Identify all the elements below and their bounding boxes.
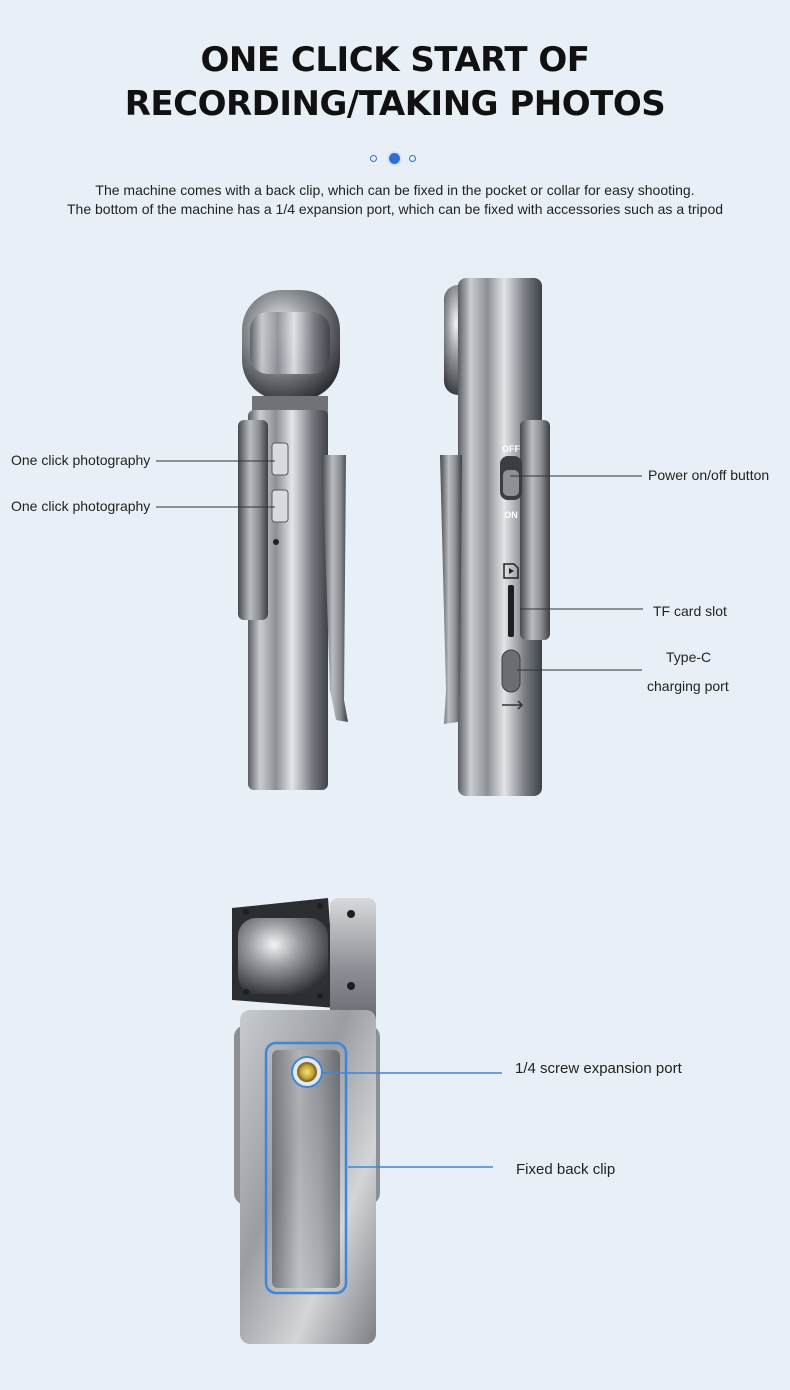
- back-clip: [272, 1050, 340, 1288]
- pager-dot-2-active[interactable]: [389, 153, 400, 164]
- device-left-side-view: [238, 290, 348, 790]
- callout-screw-port: 1/4 screw expansion port: [515, 1060, 682, 1077]
- callout-photo-button-1: One click photography: [11, 452, 151, 468]
- device-back-view: [232, 898, 380, 1344]
- page-title-line-1: ONE CLICK START OF: [200, 40, 591, 80]
- device-body: [458, 278, 542, 796]
- callout-type-c-line-1: Type-C: [666, 649, 712, 665]
- highlight-lines: [323, 1072, 502, 1168]
- pager-dot-3[interactable]: [409, 155, 416, 162]
- description-line-1: The machine comes with a back clip, whic…: [95, 182, 695, 198]
- sd-card-icon: [503, 563, 519, 579]
- callout-tf-card-slot: TF card slot: [653, 603, 727, 619]
- back-clip: [322, 455, 348, 722]
- callout-power-button: Power on/off button: [648, 467, 770, 483]
- screw-port: [297, 1062, 317, 1082]
- back-clip: [440, 455, 462, 724]
- usb-icon: [502, 700, 524, 710]
- type-c-port: [501, 649, 521, 693]
- description-line-2: The bottom of the machine has a 1/4 expa…: [66, 201, 724, 217]
- callout-back-clip: Fixed back clip: [516, 1161, 616, 1178]
- callout-photo-button-2: One click photography: [11, 498, 151, 514]
- back-clip-highlight: [264, 1041, 348, 1295]
- tf-card-slot: [508, 585, 514, 637]
- pager-dot-1[interactable]: [370, 155, 377, 162]
- carousel-pager: [370, 153, 420, 165]
- switch-on-label: ON: [504, 510, 518, 520]
- switch-off-label: OFF: [502, 444, 520, 454]
- device-right-side-view: OFF ON: [440, 278, 550, 796]
- callout-type-c-line-2: charging port: [647, 678, 729, 694]
- callout-lines: [156, 460, 643, 671]
- lens-module: [238, 918, 328, 994]
- page-title-line-2: RECORDING/TAKING PHOTOS: [124, 84, 666, 124]
